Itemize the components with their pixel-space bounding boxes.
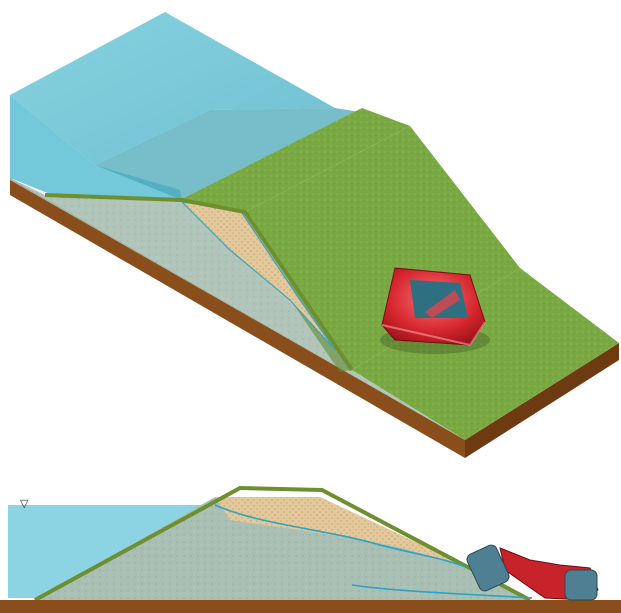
water-level-marker: ▽ — [20, 497, 29, 510]
isometric-view — [10, 12, 619, 458]
ground-strip — [0, 600, 621, 613]
cross-section-view: ▽ — [0, 488, 621, 613]
